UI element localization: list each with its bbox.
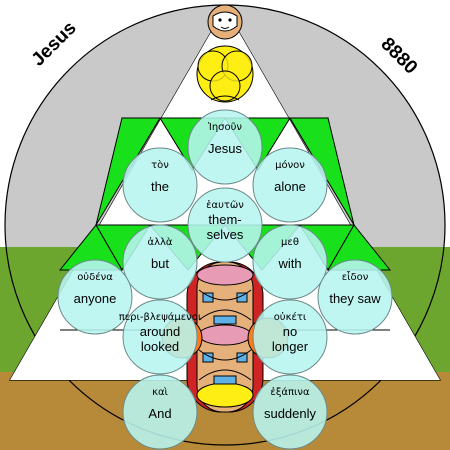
bubble-circle xyxy=(317,259,393,335)
greek-word: Ἰησοῦν xyxy=(208,121,242,133)
word-bubble-w2: τὸν the xyxy=(122,147,198,223)
bubble-circle xyxy=(252,224,328,300)
greek-word: καὶ xyxy=(152,386,168,398)
english-word: longer xyxy=(272,339,309,354)
english-word: them- xyxy=(208,212,241,227)
english-word: selves xyxy=(207,227,244,242)
top-head-figure xyxy=(207,4,243,40)
bubble-circle xyxy=(252,299,328,375)
english-word: alone xyxy=(274,179,306,194)
word-bubble-w3: μόνον alone xyxy=(252,147,328,223)
greek-word: μεθ xyxy=(281,237,299,248)
word-bubble-w6: μεθ with xyxy=(252,224,328,300)
english-word: around xyxy=(140,324,180,339)
english-word: but xyxy=(151,256,169,271)
bubble-circle xyxy=(252,374,328,450)
top-flower xyxy=(196,45,254,103)
word-bubble-w7: οὐδένα anyone xyxy=(57,259,133,335)
english-word: looked xyxy=(141,339,179,354)
greek-word: τὸν xyxy=(151,159,169,171)
greek-word: ἐξάπινα xyxy=(270,386,310,398)
bubble-circle xyxy=(187,109,263,185)
word-bubble-w12: ἐξάπινα suddenly xyxy=(252,374,328,450)
bubble-circle xyxy=(187,187,263,263)
bubble-circle xyxy=(252,147,328,223)
greek-word: ἑαυτῶν xyxy=(206,199,244,211)
english-word: And xyxy=(148,406,171,421)
bubble-circle xyxy=(57,259,133,335)
bubble-circle xyxy=(122,147,198,223)
bubble-circle xyxy=(122,299,198,375)
bubble-circle xyxy=(122,224,198,300)
greek-word: εἶδον xyxy=(342,270,369,283)
greek-word: μόνον xyxy=(275,159,305,171)
greek-word: οὐκέτι xyxy=(274,311,307,323)
word-bubble-w5: ἀλλὰ but xyxy=(122,224,198,300)
english-word: the xyxy=(151,179,169,194)
english-word: Jesus xyxy=(208,141,242,156)
english-word: no xyxy=(283,324,297,339)
greek-word: οὐδένα xyxy=(77,271,113,283)
english-word: they saw xyxy=(329,291,381,306)
english-word: anyone xyxy=(74,291,117,306)
english-word: with xyxy=(277,256,301,271)
word-bubble-w8: εἶδον they saw xyxy=(317,259,393,335)
english-word: suddenly xyxy=(264,406,317,421)
bubble-circle xyxy=(122,374,198,450)
greek-word: ἀλλὰ xyxy=(147,236,172,248)
greek-word: περι-βλεψάμενοι xyxy=(119,311,202,323)
